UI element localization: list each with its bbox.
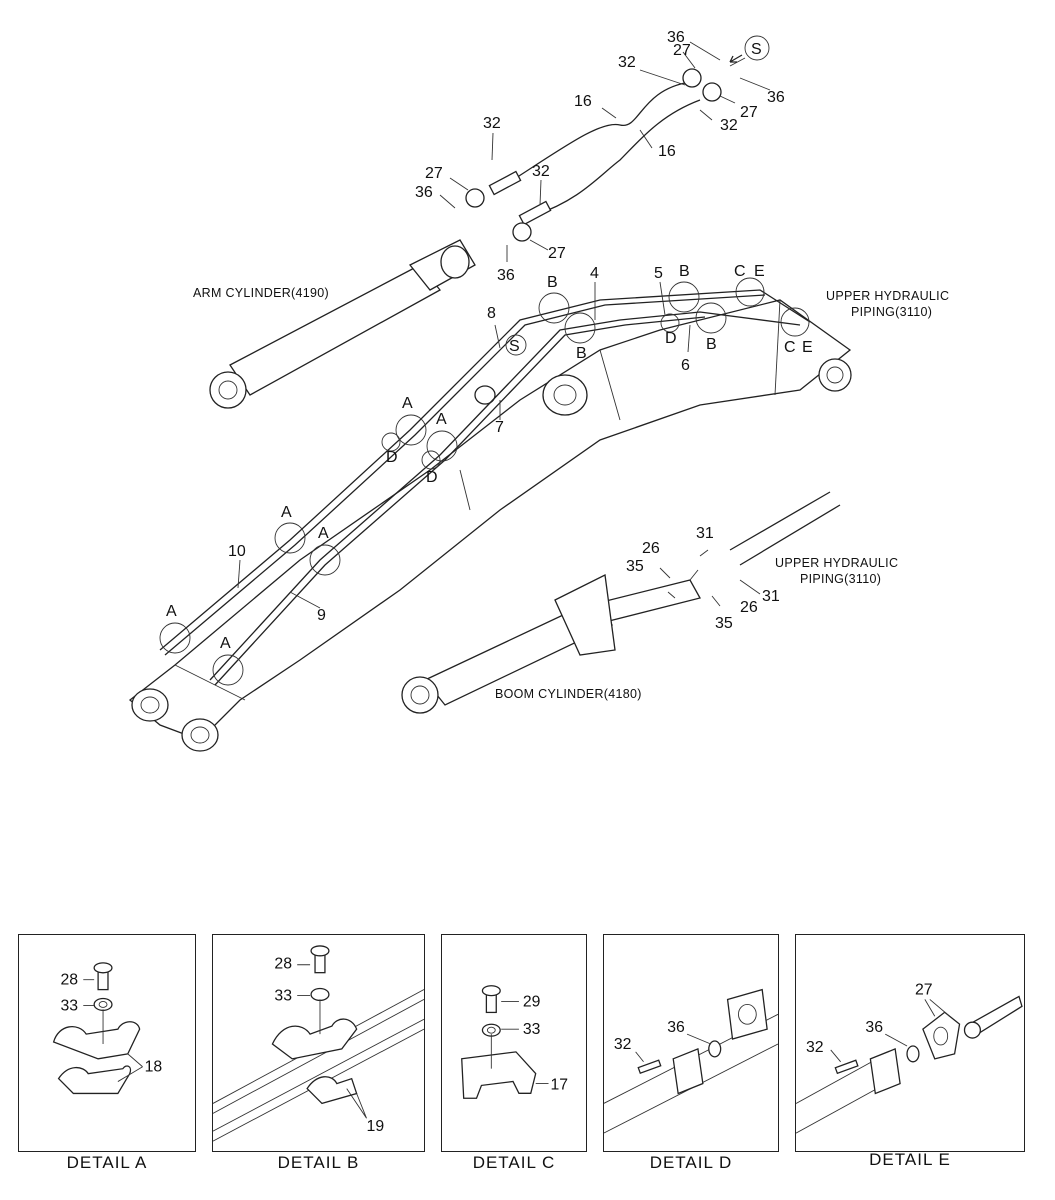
detail-c-label-29: 29	[523, 994, 541, 1011]
caption-upper-hydraulic-1a: UPPER HYDRAULIC	[826, 289, 949, 303]
detail-c-label-33: 33	[523, 1021, 541, 1038]
label-26-b: 26	[740, 599, 758, 616]
label-35-b: 35	[715, 615, 733, 632]
label-10: 10	[228, 543, 246, 560]
label-8: 8	[487, 305, 496, 322]
ref-a-4: A	[318, 525, 329, 542]
ref-a-3: A	[281, 504, 292, 521]
label-4: 4	[590, 265, 599, 282]
ref-e-1: E	[754, 263, 765, 280]
detail-c-drawing: 29 33 17	[461, 985, 568, 1099]
boom-pipes	[159, 289, 811, 686]
caption-upper-hydraulic-1b: PIPING(3110)	[851, 305, 932, 319]
detail-e-label-27: 27	[915, 981, 933, 998]
label-6: 6	[681, 357, 690, 374]
flow-arrow-icon	[729, 54, 743, 63]
label-16-b: 16	[658, 143, 676, 160]
label-27-b: 27	[548, 245, 566, 262]
ref-c-1: C	[734, 263, 746, 280]
detail-e-title: DETAIL E	[869, 1150, 951, 1169]
arm-cylinder	[209, 239, 476, 409]
detail-e-label-32: 32	[806, 1039, 824, 1056]
detail-a-drawing: 28 33 18	[52, 962, 163, 1095]
caption-upper-hydraulic-2a: UPPER HYDRAULIC	[775, 556, 898, 570]
detail-a-title: DETAIL A	[66, 1153, 148, 1172]
label-27-d: 27	[740, 104, 758, 121]
detail-e-label-36: 36	[865, 1019, 883, 1036]
part-number-labels: 16 16 32 32 32 32 27 27 27 27 36 36 36 3…	[228, 29, 785, 632]
detail-e-panel: 32 36 27	[795, 934, 1025, 1152]
ref-s-1: S	[509, 338, 520, 355]
label-5: 5	[654, 265, 663, 282]
leader-lines	[237, 41, 771, 609]
label-35-a: 35	[626, 558, 644, 575]
detail-d-label-32: 32	[614, 1036, 632, 1053]
detail-b-drawing: 28 33 19	[213, 945, 424, 1142]
label-7: 7	[495, 419, 504, 436]
label-27-a: 27	[425, 165, 443, 182]
caption-boom-cylinder: BOOM CYLINDER(4180)	[495, 687, 642, 701]
label-16-a: 16	[574, 93, 592, 110]
caption-arm-cylinder: ARM CYLINDER(4190)	[193, 286, 329, 300]
detail-d-title: DETAIL D	[649, 1153, 733, 1172]
main-exploded-diagram: 16 16 32 32 32 32 27 27 27 27 36 36 36 3…	[128, 29, 949, 752]
label-31-b: 31	[762, 588, 780, 605]
detail-b-title: DETAIL B	[277, 1153, 360, 1172]
detail-b-label-19: 19	[367, 1118, 385, 1135]
boom-cylinder	[401, 491, 841, 714]
label-36-c: 36	[667, 29, 685, 46]
detail-c-panel: 29 33 17	[441, 934, 587, 1152]
ref-e-2: E	[802, 339, 813, 356]
detail-d-drawing: 32 36	[604, 988, 778, 1134]
ref-a-6: A	[220, 635, 231, 652]
label-27-c: 27	[673, 42, 691, 59]
label-31-a: 31	[696, 525, 714, 542]
arm-hoses	[465, 68, 722, 242]
ref-s-2: S	[751, 41, 762, 58]
detail-c-label-17: 17	[550, 1076, 568, 1093]
detail-b-label-33: 33	[274, 987, 292, 1004]
boom-structure	[128, 299, 852, 752]
ref-d-2: D	[386, 449, 398, 466]
label-26-a: 26	[642, 540, 660, 557]
detail-a-label-33: 33	[61, 997, 79, 1014]
detail-b-panel: 28 33 19	[212, 934, 425, 1152]
label-32-b: 32	[532, 163, 550, 180]
ref-b-2: B	[576, 345, 587, 362]
ref-b-1: B	[547, 274, 558, 291]
ref-a-1: A	[402, 395, 413, 412]
label-36-d: 36	[767, 89, 785, 106]
detail-d-panel: 32 36	[603, 934, 779, 1152]
ref-d-3: D	[426, 469, 438, 486]
ref-b-3: B	[679, 263, 690, 280]
detail-c-title: DETAIL C	[472, 1153, 556, 1172]
ref-b-4: B	[706, 336, 717, 353]
detail-ref-labels: B B B B C E C E D D D A A A A A A S S	[166, 41, 813, 652]
label-36-a: 36	[415, 184, 433, 201]
label-36-b: 36	[497, 267, 515, 284]
ref-a-5: A	[166, 603, 177, 620]
caption-upper-hydraulic-2b: PIPING(3110)	[800, 572, 881, 586]
detail-a-label-18: 18	[145, 1059, 163, 1076]
detail-b-label-28: 28	[274, 956, 292, 973]
label-32-a: 32	[483, 115, 501, 132]
detail-circles	[159, 35, 810, 686]
label-32-c: 32	[618, 54, 636, 71]
ref-a-2: A	[436, 411, 447, 428]
detail-a-label-28: 28	[61, 972, 79, 989]
detail-d-label-36: 36	[667, 1019, 685, 1036]
captions: ARM CYLINDER(4190) BOOM CYLINDER(4180) U…	[193, 286, 949, 701]
detail-e-drawing: 32 36 27	[796, 981, 1023, 1134]
detail-a-panel: 28 33 18	[18, 934, 196, 1152]
label-32-d: 32	[720, 117, 738, 134]
ref-c-2: C	[784, 339, 796, 356]
ref-d-1: D	[665, 330, 677, 347]
label-9: 9	[317, 607, 326, 624]
